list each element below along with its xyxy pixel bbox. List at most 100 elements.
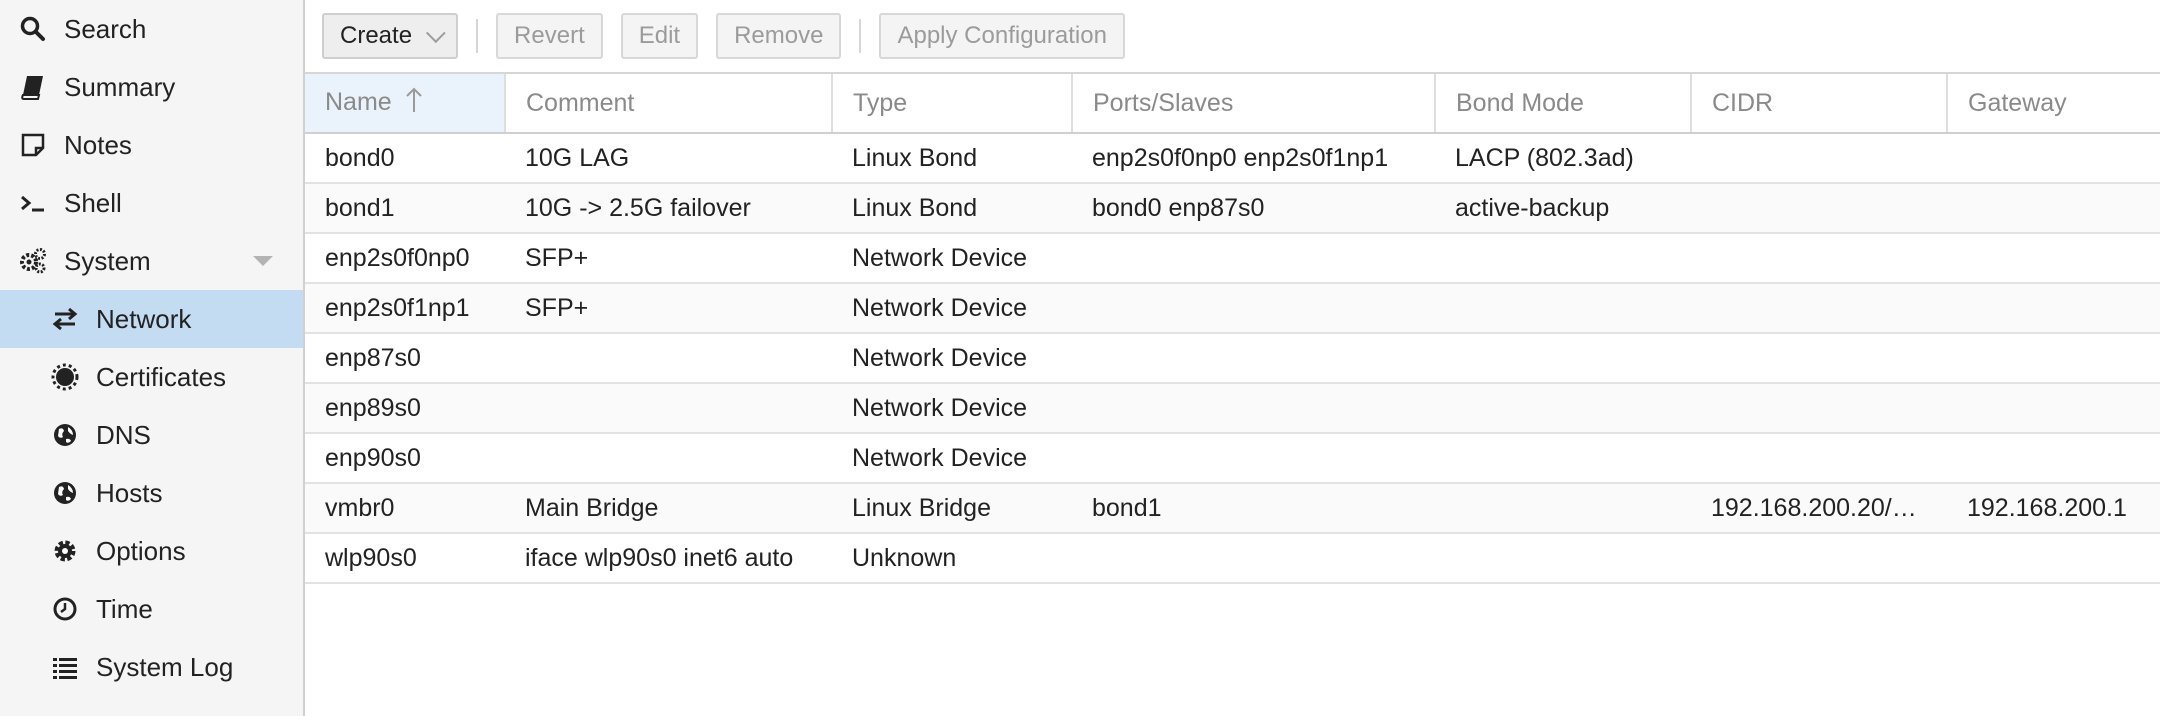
cell-bond-mode bbox=[1435, 333, 1691, 384]
cell-comment: SFP+ bbox=[505, 283, 832, 334]
cell-ports-slaves bbox=[1072, 283, 1435, 334]
sidebar-item-summary[interactable]: Summary bbox=[0, 58, 303, 116]
sidebar-nav: Search Summary Notes Shell System bbox=[0, 0, 305, 716]
sidebar-item-system-log[interactable]: System Log bbox=[0, 638, 303, 696]
cell-type: Linux Bond bbox=[832, 133, 1072, 184]
column-header-label: Name bbox=[325, 87, 392, 116]
gear-icon bbox=[50, 536, 80, 566]
cell-type: Network Device bbox=[832, 233, 1072, 284]
cell-comment bbox=[505, 333, 832, 384]
globe-icon bbox=[50, 420, 80, 450]
column-header-ports-slaves[interactable]: Ports/Slaves bbox=[1072, 74, 1436, 134]
apply-configuration-button[interactable]: Apply Configuration bbox=[879, 13, 1125, 59]
cell-name: enp89s0 bbox=[305, 383, 505, 434]
cell-bond-mode bbox=[1435, 283, 1691, 334]
cell-cidr bbox=[1691, 233, 1947, 284]
cell-cidr bbox=[1691, 533, 1947, 584]
revert-button[interactable]: Revert bbox=[496, 13, 603, 59]
cell-comment: iface wlp90s0 inet6 auto bbox=[505, 533, 832, 584]
cell-name: enp2s0f0np0 bbox=[305, 233, 505, 284]
cell-cidr bbox=[1691, 283, 1947, 334]
cell-ports-slaves bbox=[1072, 383, 1435, 434]
remove-button[interactable]: Remove bbox=[716, 13, 842, 59]
column-header-comment[interactable]: Comment bbox=[505, 74, 833, 134]
cell-ports-slaves bbox=[1072, 433, 1435, 484]
cell-ports-slaves bbox=[1072, 533, 1435, 584]
cell-cidr bbox=[1691, 383, 1947, 434]
column-header-bond-mode[interactable]: Bond Mode bbox=[1435, 74, 1692, 134]
cell-type: Linux Bridge bbox=[832, 483, 1072, 534]
collapse-caret-icon[interactable] bbox=[253, 256, 273, 266]
column-header-name[interactable]: Name bbox=[305, 74, 506, 134]
cell-cidr bbox=[1691, 183, 1947, 234]
exchange-icon bbox=[50, 304, 80, 334]
note-icon bbox=[18, 130, 48, 160]
cell-name: vmbr0 bbox=[305, 483, 505, 534]
book-icon bbox=[18, 72, 48, 102]
cell-ports-slaves: bond1 bbox=[1072, 483, 1435, 534]
cell-comment: 10G -> 2.5G failover bbox=[505, 183, 832, 234]
list-icon bbox=[50, 652, 80, 682]
cell-name: bond1 bbox=[305, 183, 505, 234]
cell-gateway bbox=[1947, 283, 2160, 334]
cell-ports-slaves: enp2s0f0np0 enp2s0f1np1 bbox=[1072, 133, 1435, 184]
certificate-icon bbox=[50, 362, 80, 392]
sidebar-item-options[interactable]: Options bbox=[0, 522, 303, 580]
column-header-gateway[interactable]: Gateway bbox=[1947, 74, 2160, 134]
cell-bond-mode bbox=[1435, 383, 1691, 434]
table-row[interactable]: enp89s0 Network Device bbox=[305, 383, 2160, 434]
sidebar-item-hosts[interactable]: Hosts bbox=[0, 464, 303, 522]
cell-name: enp2s0f1np1 bbox=[305, 283, 505, 334]
cell-gateway bbox=[1947, 533, 2160, 584]
column-header-cidr[interactable]: CIDR bbox=[1691, 74, 1948, 134]
create-button[interactable]: Create bbox=[322, 13, 459, 59]
sidebar-item-certificates[interactable]: Certificates bbox=[0, 348, 303, 406]
cell-type: Network Device bbox=[832, 383, 1072, 434]
cell-name: bond0 bbox=[305, 133, 505, 184]
cell-comment: SFP+ bbox=[505, 233, 832, 284]
cell-bond-mode bbox=[1435, 433, 1691, 484]
globe-icon bbox=[50, 478, 80, 508]
cell-gateway: 192.168.200.1 bbox=[1947, 483, 2160, 534]
toolbar-separator bbox=[476, 19, 479, 53]
network-table: Name Comment Type Ports/Slaves Bond Mode… bbox=[305, 74, 2160, 584]
cell-comment: Main Bridge bbox=[505, 483, 832, 534]
sidebar-item-notes[interactable]: Notes bbox=[0, 116, 303, 174]
sidebar-item-label: Time bbox=[96, 593, 153, 624]
sidebar-item-search[interactable]: Search bbox=[0, 0, 303, 58]
sidebar-item-time[interactable]: Time bbox=[0, 580, 303, 638]
sidebar-item-label: Network bbox=[96, 303, 192, 334]
sidebar-item-system[interactable]: System bbox=[0, 232, 303, 290]
sidebar-item-label: Summary bbox=[64, 71, 176, 102]
network-panel: Create Revert Edit Remove Apply Configur… bbox=[305, 0, 2160, 716]
gears-icon bbox=[18, 246, 48, 276]
sidebar-item-label: System Log bbox=[96, 651, 234, 682]
edit-button[interactable]: Edit bbox=[620, 13, 699, 59]
toolbar: Create Revert Edit Remove Apply Configur… bbox=[305, 0, 2160, 74]
cell-comment bbox=[505, 383, 832, 434]
sidebar-item-shell[interactable]: Shell bbox=[0, 174, 303, 232]
column-header-type[interactable]: Type bbox=[832, 74, 1073, 134]
create-button-label: Create bbox=[340, 22, 413, 49]
cell-cidr bbox=[1691, 133, 1947, 184]
network-grid: Name Comment Type Ports/Slaves Bond Mode… bbox=[305, 74, 2160, 716]
sidebar-item-label: Shell bbox=[64, 187, 122, 218]
sidebar-item-network[interactable]: Network bbox=[0, 290, 303, 348]
cell-name: wlp90s0 bbox=[305, 533, 505, 584]
sidebar-item-dns[interactable]: DNS bbox=[0, 406, 303, 464]
cell-name: enp90s0 bbox=[305, 433, 505, 484]
cell-gateway bbox=[1947, 183, 2160, 234]
toolbar-separator bbox=[859, 19, 862, 53]
sort-ascending-icon bbox=[405, 86, 423, 121]
cell-gateway bbox=[1947, 133, 2160, 184]
